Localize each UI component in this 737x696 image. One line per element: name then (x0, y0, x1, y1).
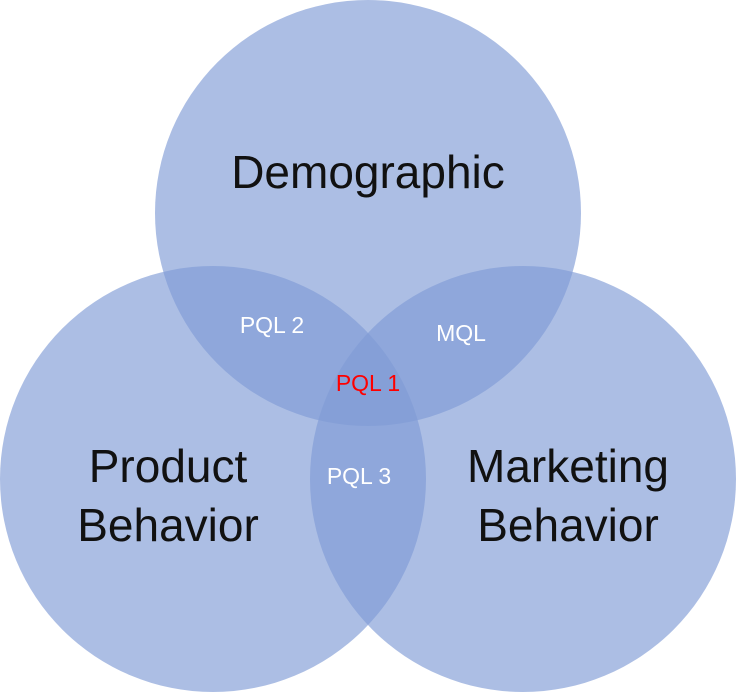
label-marketing-line2: Behavior (477, 499, 659, 551)
label-marketing-line1: Marketing (467, 440, 669, 492)
region-pql3: PQL 3 (327, 463, 391, 489)
label-demographic: Demographic (231, 146, 505, 198)
label-product-line1: Product (89, 440, 248, 492)
region-pql2: PQL 2 (240, 312, 304, 338)
label-product-line2: Behavior (77, 499, 259, 551)
region-pql1: PQL 1 (336, 370, 400, 396)
circle-marketing-behavior (310, 266, 736, 692)
circle-product-behavior (0, 266, 426, 692)
region-mql: MQL (436, 320, 486, 346)
